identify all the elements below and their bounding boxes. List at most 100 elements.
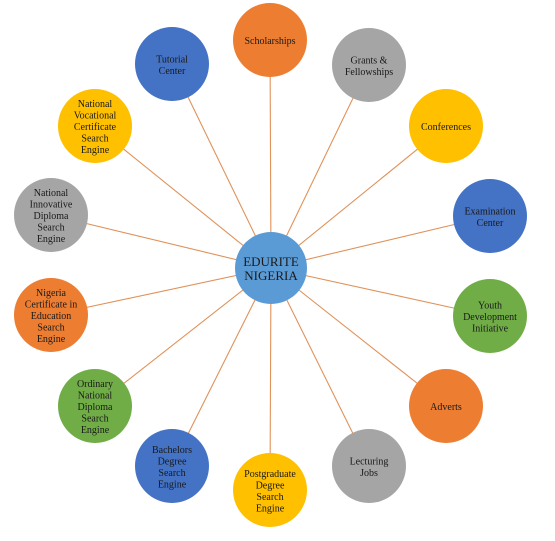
node-nid-label-line: Search bbox=[37, 223, 64, 234]
node-scholarships-label: Scholarships bbox=[244, 36, 295, 47]
node-ond-circle bbox=[58, 369, 132, 443]
connector-postgraduate bbox=[269, 267, 272, 491]
node-lecturing-label-line: Lecturing bbox=[350, 456, 389, 467]
node-nvc-label-line: Engine bbox=[81, 145, 110, 156]
node-tutorial-circle bbox=[135, 27, 209, 101]
node-grants-label-line: Fellowships bbox=[345, 67, 393, 78]
connector-nid bbox=[50, 214, 272, 269]
node-conferences-label: Conferences bbox=[421, 122, 471, 133]
node-conferences-label-line: Conferences bbox=[421, 122, 471, 133]
node-examination-circle bbox=[453, 179, 527, 253]
node-bachelors-label-line: Degree bbox=[158, 456, 187, 467]
node-grants-label-line: Grants & bbox=[351, 55, 388, 66]
center-label-line: EDURITE bbox=[243, 254, 299, 269]
node-grants: Grants &Fellowships bbox=[332, 28, 406, 102]
node-grants-circle bbox=[332, 28, 406, 102]
node-ond-label-line: National bbox=[78, 391, 113, 402]
node-nce-label-line: Engine bbox=[37, 334, 66, 345]
node-nid-label-line: National bbox=[34, 188, 69, 199]
node-grants-label: Grants &Fellowships bbox=[345, 55, 393, 78]
node-bachelors-label-line: Engine bbox=[158, 479, 187, 490]
node-nce-label-line: Education bbox=[31, 311, 72, 322]
node-conferences: Conferences bbox=[409, 89, 483, 163]
connector-ond bbox=[94, 267, 272, 407]
node-youth-label-line: Youth bbox=[478, 301, 502, 312]
node-bachelors-circle bbox=[135, 429, 209, 503]
node-ond-label-line: Engine bbox=[81, 425, 110, 436]
node-nid-circle bbox=[14, 178, 88, 252]
connector-examination bbox=[270, 215, 491, 269]
node-postgraduate-label-line: Engine bbox=[256, 503, 285, 514]
node-ond-label-line: Ordinary bbox=[77, 379, 113, 390]
node-nce-label-line: Nigeria bbox=[36, 288, 67, 299]
connector-adverts bbox=[270, 267, 447, 407]
node-nce-circle bbox=[14, 278, 88, 352]
node-adverts-circle bbox=[409, 369, 483, 443]
node-ond-label-line: Search bbox=[81, 414, 108, 425]
node-youth-label-line: Development bbox=[463, 312, 517, 323]
node-nvc-label-line: Search bbox=[81, 134, 108, 145]
node-nid-label-line: Engine bbox=[37, 234, 66, 245]
connector-scholarships bbox=[269, 39, 272, 269]
node-nvc-circle bbox=[58, 89, 132, 163]
node-lecturing-circle bbox=[332, 429, 406, 503]
node-adverts: Adverts bbox=[409, 369, 483, 443]
node-bachelors-label-line: Bachelors bbox=[152, 445, 192, 456]
node-tutorial-label-line: Center bbox=[159, 66, 186, 77]
node-nvc-label-line: Vocational bbox=[74, 111, 117, 122]
node-examination-label-line: Center bbox=[477, 218, 504, 229]
connector-conferences bbox=[270, 125, 447, 269]
node-adverts-label: Adverts bbox=[430, 402, 462, 413]
connector-nvc bbox=[94, 125, 272, 269]
node-nce-label-line: Search bbox=[37, 323, 64, 334]
node-postgraduate-label-line: Degree bbox=[256, 480, 285, 491]
node-postgraduate-circle bbox=[233, 453, 307, 527]
node-nid-label-line: Innovative bbox=[30, 200, 73, 211]
node-postgraduate-label-line: Postgraduate bbox=[244, 469, 296, 480]
node-scholarships: Scholarships bbox=[233, 3, 307, 77]
center-circle bbox=[235, 232, 307, 304]
connector-youth bbox=[270, 267, 491, 317]
node-scholarships-label-line: Scholarships bbox=[244, 36, 295, 47]
connector-nce bbox=[50, 267, 272, 316]
node-examination-label-line: Examination bbox=[464, 206, 515, 217]
node-lecturing-label-line: Jobs bbox=[360, 468, 378, 479]
node-postgraduate-label-line: Search bbox=[256, 492, 283, 503]
node-nce-label-line: Certificate in bbox=[25, 300, 77, 311]
node-tutorial-label-line: Tutorial bbox=[156, 54, 188, 65]
node-bachelors-label-line: Search bbox=[158, 468, 185, 479]
node-ond-label-line: Diploma bbox=[78, 402, 114, 413]
node-youth-circle bbox=[453, 279, 527, 353]
center-label-line: NIGERIA bbox=[244, 268, 298, 283]
connector-grants bbox=[270, 64, 370, 269]
connectors bbox=[50, 39, 491, 491]
node-nvc-label-line: Certificate bbox=[74, 122, 117, 133]
node-conferences-circle bbox=[409, 89, 483, 163]
node-nid-label-line: Diploma bbox=[34, 211, 70, 222]
